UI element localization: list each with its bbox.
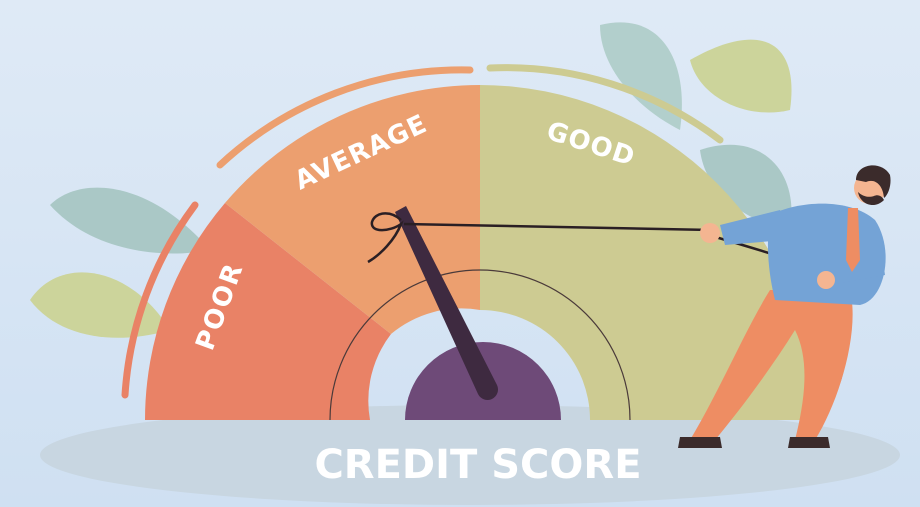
man-figure xyxy=(678,165,891,448)
gauge-segments xyxy=(145,85,815,420)
man-hair xyxy=(856,165,891,198)
gauge-segment-poor xyxy=(145,203,391,420)
man-hand-back xyxy=(817,271,835,289)
man-shoe-left xyxy=(678,437,722,448)
gauge-segment-good xyxy=(480,85,815,420)
ground-shadow xyxy=(40,405,900,505)
man-beard xyxy=(858,192,884,206)
man-arm-upper xyxy=(720,210,785,245)
rope-main xyxy=(403,222,713,232)
outer-arc-poor xyxy=(121,201,199,399)
rope-bow xyxy=(367,212,404,264)
inner-ring xyxy=(329,269,631,421)
outer-arc-average xyxy=(216,66,474,169)
outer-arcs xyxy=(121,64,724,399)
man-tie xyxy=(846,208,860,272)
man-shoe-right xyxy=(788,437,830,448)
gauge-segment-average xyxy=(225,85,480,334)
outer-arc-good xyxy=(486,64,724,144)
leaf-top-right-green xyxy=(690,39,792,113)
credit-score-title: CREDIT SCORE xyxy=(314,442,641,488)
man-hand-front xyxy=(700,223,720,243)
leaf-right-teal xyxy=(700,144,792,230)
gauge-needle xyxy=(395,206,499,400)
man-legs xyxy=(690,290,853,440)
